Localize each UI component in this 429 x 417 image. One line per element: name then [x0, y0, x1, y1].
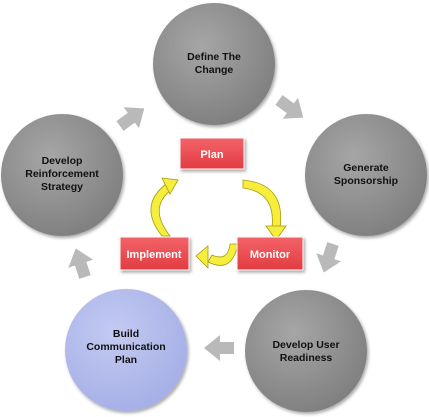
stage-label: Sponsorship — [334, 175, 398, 187]
arrow-communication-to-reinforcement — [68, 248, 94, 279]
stage-circle — [1, 114, 123, 236]
arrow-readiness-to-communication — [204, 335, 234, 361]
stage-label: Build — [113, 328, 139, 340]
stage-circle — [65, 289, 187, 411]
stage-label: Strategy — [41, 181, 83, 193]
stage-label: Communication — [86, 341, 165, 353]
stage-label: Generate — [343, 162, 389, 174]
stage-build-communication-plan: Build Communication Plan — [65, 289, 187, 411]
curved-arrow-head-implement-to-plan — [161, 177, 179, 195]
arrow-sponsorship-to-readiness — [316, 242, 342, 273]
stage-circles: Define The Change Generate Sponsorship D… — [1, 3, 427, 412]
box-monitor-label: Monitor — [250, 249, 291, 261]
stage-label: Reinforcement — [25, 168, 99, 180]
box-monitor: Monitor — [236, 236, 304, 271]
stage-generate-sponsorship: Generate Sponsorship — [305, 114, 427, 236]
arrow-reinforcement-to-define — [116, 107, 145, 131]
stage-label: Develop User — [272, 339, 339, 351]
curved-arrow-head-monitor-to-implement — [195, 245, 209, 269]
box-monitor-rect — [236, 236, 304, 271]
box-implement-label: Implement — [126, 249, 181, 261]
box-implement: Implement — [119, 236, 190, 271]
curved-arrow-implement-to-plan — [150, 183, 172, 237]
outer-arrows — [68, 95, 342, 361]
arrow-define-to-sponsorship — [275, 95, 304, 119]
stage-define-the-change: Define The Change — [153, 3, 275, 125]
box-implement-rect — [119, 236, 190, 271]
stage-label: Develop — [42, 155, 83, 167]
curved-arrow-plan-to-monitor — [242, 179, 282, 229]
box-plan-rect — [179, 137, 245, 170]
stage-label: Change — [195, 64, 234, 76]
stage-develop-user-readiness: Develop User Readiness — [245, 290, 367, 412]
box-plan-label: Plan — [200, 149, 224, 161]
stage-circle — [153, 3, 275, 125]
stage-label: Define The — [187, 51, 241, 63]
cycle-boxes: Plan Monitor Implement — [119, 137, 304, 271]
box-plan: Plan — [179, 137, 245, 170]
curved-arrow-monitor-to-implement — [207, 243, 239, 266]
stage-circle — [245, 290, 367, 412]
stage-develop-reinforcement-strategy: Develop Reinforcement Strategy — [1, 114, 123, 236]
curved-arrow-head-plan-to-monitor — [265, 225, 287, 241]
inner-cycle-arrows — [150, 177, 287, 269]
stage-label: Plan — [115, 354, 137, 366]
stage-label: Readiness — [280, 352, 333, 364]
stage-circle — [305, 114, 427, 236]
